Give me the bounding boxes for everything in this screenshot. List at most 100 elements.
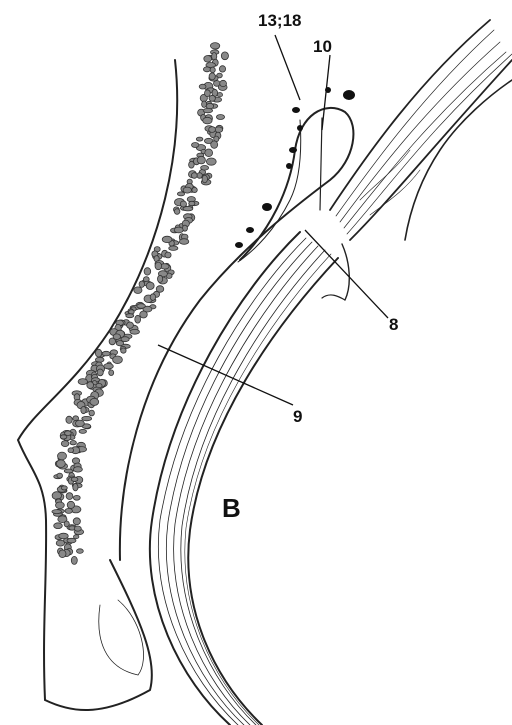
granule (127, 322, 134, 328)
granule (66, 493, 73, 500)
granule (67, 501, 74, 508)
granule (78, 379, 87, 385)
granule (74, 526, 81, 531)
granule (202, 175, 207, 183)
granule (135, 315, 141, 323)
granule (97, 369, 103, 376)
granule (210, 43, 219, 49)
granule (56, 502, 65, 509)
granule (59, 550, 66, 558)
fibrous-structure (322, 20, 512, 300)
granule (209, 127, 216, 133)
granule (121, 348, 126, 353)
granule (197, 156, 205, 164)
curved-band (150, 232, 338, 725)
granule (179, 239, 188, 245)
granule (165, 252, 171, 258)
granule (203, 117, 212, 124)
granule (71, 477, 78, 481)
granule (79, 429, 86, 433)
granule (60, 435, 67, 439)
granule (70, 441, 76, 445)
granule (204, 56, 212, 63)
granule (102, 351, 110, 356)
dark-dots (235, 87, 355, 248)
granule (82, 416, 92, 420)
granule (73, 495, 80, 500)
granule (73, 484, 78, 491)
granule (189, 201, 195, 205)
granule (211, 141, 218, 148)
granule (139, 281, 144, 287)
granule (209, 95, 215, 101)
granule (206, 158, 216, 165)
granule (130, 329, 140, 334)
label-8: 8 (389, 315, 398, 334)
granule (201, 166, 209, 171)
granule (196, 137, 203, 141)
granule (52, 510, 62, 514)
granule (221, 52, 228, 60)
granule (77, 549, 84, 554)
granule (58, 452, 67, 460)
granule (189, 161, 195, 168)
granule (61, 486, 67, 490)
granule (206, 63, 216, 68)
granule (216, 115, 224, 120)
granule (209, 73, 215, 80)
granule (87, 382, 94, 389)
granule (73, 518, 80, 525)
granule (217, 93, 222, 97)
granule (137, 304, 146, 309)
granule (134, 287, 142, 294)
granule (158, 275, 163, 282)
granule (54, 523, 63, 529)
granule (113, 356, 123, 364)
granule (191, 173, 197, 179)
granule (67, 538, 76, 543)
granule (126, 314, 134, 318)
granule-band (52, 43, 229, 565)
granule (210, 67, 215, 73)
granule (205, 149, 213, 157)
granule (66, 416, 72, 423)
granule (205, 90, 211, 97)
granule (81, 407, 86, 414)
label-9: 9 (293, 407, 302, 426)
granule (203, 108, 212, 112)
granule (65, 508, 72, 513)
granule (162, 236, 172, 242)
granule (104, 364, 114, 369)
granule (52, 492, 61, 500)
granule (183, 207, 193, 211)
granule (57, 460, 66, 468)
label-10: 10 (313, 37, 332, 56)
granule (68, 448, 74, 453)
granule (113, 334, 120, 340)
granule (76, 420, 85, 427)
granule (61, 441, 69, 447)
granule (144, 268, 151, 275)
granule (73, 467, 82, 472)
granule (74, 535, 79, 539)
granule (180, 201, 186, 207)
panel-letter: B (222, 493, 241, 523)
granule (56, 540, 64, 546)
granule (220, 80, 227, 86)
granule (219, 66, 225, 72)
granule (57, 473, 63, 478)
granule (155, 262, 162, 270)
granule (90, 398, 99, 405)
granule (140, 311, 148, 318)
granule (199, 84, 206, 89)
granule (183, 187, 191, 193)
granule (150, 294, 155, 301)
granule (71, 556, 77, 564)
granule (109, 370, 114, 376)
granule (177, 192, 184, 196)
granule (192, 187, 197, 192)
granule (89, 410, 94, 416)
granule (192, 143, 199, 148)
granule (169, 246, 178, 250)
